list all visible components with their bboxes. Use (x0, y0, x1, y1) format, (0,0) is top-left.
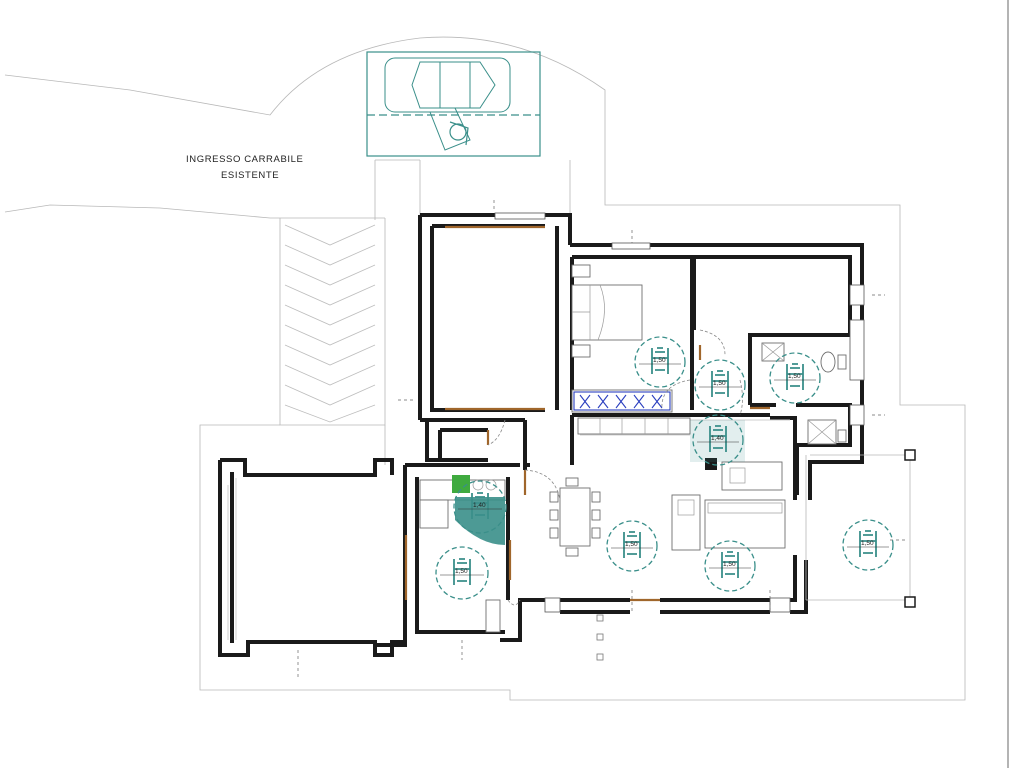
dining-chairs (549, 477, 601, 557)
terrace (805, 449, 916, 608)
wheelchair-icon (623, 531, 641, 558)
wardrobe-hangers (573, 391, 671, 411)
dining-table (559, 487, 591, 547)
wheelchair-icon (721, 551, 739, 578)
turning-circle: 1,50 (704, 540, 756, 592)
turning-circles: 1,50 1,50 1,50 1,40 1,40 1,50 1,50 1,50 1,50 (435, 336, 894, 600)
sink-icon (472, 479, 497, 491)
axis-ticks (297, 200, 905, 680)
green-fixture (452, 475, 470, 493)
turning-circle: 1,40 (453, 480, 507, 534)
window-frames (494, 212, 865, 613)
living-furniture (549, 417, 786, 557)
turning-circle: 1,50 (606, 520, 658, 572)
entrance-label-line2: ESISTENTE (221, 170, 279, 181)
nightstand-bottom (571, 344, 591, 358)
turning-circle-label: 1,50 (788, 373, 801, 380)
turning-circle: 1,50 (634, 336, 686, 388)
turning-circle: 1,50 (694, 359, 746, 411)
wheelchair-icon (471, 492, 489, 519)
entrance-label-line1: INGRESSO CARRABILE (186, 154, 303, 165)
fridge (419, 499, 449, 529)
kitchen (419, 475, 506, 633)
wheelchair-icon (859, 530, 877, 557)
wheelchair-icon (709, 425, 727, 452)
turning-circle: 1,50 (842, 519, 894, 571)
turning-circle-label: 1,40 (473, 502, 486, 509)
sideboard (577, 417, 691, 435)
door-swings (487, 329, 743, 606)
garden-pillars (596, 614, 604, 661)
windows (404, 225, 770, 602)
turning-circle-outline (692, 414, 744, 466)
turning-circle-outline (435, 546, 489, 600)
turning-circle-label: 1,50 (713, 380, 726, 387)
wheelchair-icon (786, 363, 804, 390)
turning-circle-outline (634, 336, 686, 388)
turning-circle-label: 1,40 (711, 435, 724, 442)
turning-circle: 1,40 (692, 414, 744, 466)
turning-circle-outline (704, 540, 756, 592)
turning-circle-label: 1,50 (455, 568, 468, 575)
wheelchair-icon (449, 121, 469, 146)
turning-circle-label: 1,50 (861, 540, 874, 547)
cabinet (485, 599, 501, 633)
turning-circle-outline (606, 520, 658, 572)
nightstand-top (571, 264, 591, 278)
sofa-main (704, 499, 786, 549)
wheelchair-icon (453, 558, 471, 585)
turning-circle-outline (694, 359, 746, 411)
wheelchair-icon (651, 347, 669, 374)
armchair-top (721, 461, 783, 491)
bathroom-right (761, 342, 847, 445)
turning-circle-outline (842, 519, 894, 571)
turning-circle-outline (453, 480, 507, 534)
column (705, 458, 717, 470)
car-icon (384, 57, 511, 151)
toilet (820, 351, 836, 373)
walls (218, 213, 864, 657)
driveway-pattern (284, 224, 376, 423)
accessible-parking-space (366, 51, 541, 157)
bedroom-furniture (571, 264, 673, 413)
sofa-left (671, 494, 701, 551)
entrance-label: INGRESSO CARRABILE ESISTENTE (186, 154, 303, 181)
turning-circle-label: 1,50 (625, 541, 638, 548)
turning-circle-label: 1,50 (723, 561, 736, 568)
turning-circle-outline (769, 352, 821, 404)
wheelchair-icon (711, 370, 729, 397)
turning-circle: 1,50 (435, 546, 489, 600)
turning-circle-label: 1,50 (653, 357, 666, 364)
double-bed (571, 284, 643, 341)
turning-circle: 1,50 (769, 352, 821, 404)
site-lines (4, 36, 966, 701)
